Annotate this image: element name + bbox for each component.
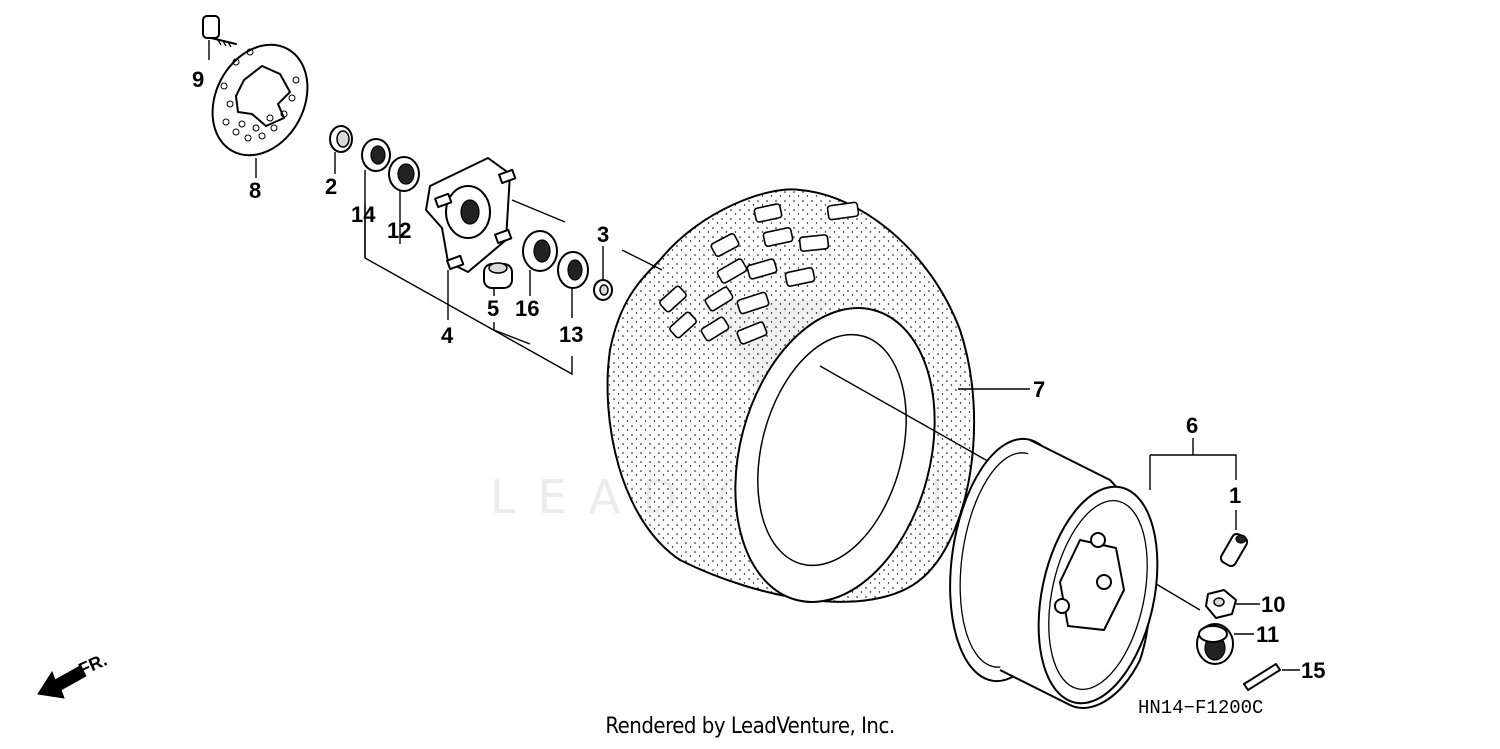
part-10-nut [1205,589,1237,619]
front-direction-arrow: FR. [37,650,110,699]
part-13-bearing [557,251,589,289]
part-14-bearing [361,138,391,172]
callout-5: 5 [487,296,499,321]
callout-12: 12 [387,218,411,243]
part-9-bolt [202,15,237,48]
part-1-valve [1219,532,1249,568]
part-4-hub [425,157,517,273]
callout-15: 15 [1301,658,1325,683]
callout-2: 2 [325,174,337,199]
callout-8: 8 [249,178,261,203]
part-8-brake-disc [211,43,309,157]
part-3-seal [593,279,613,301]
callout-4: 4 [441,323,454,348]
callout-3: 3 [597,222,609,247]
callout-16: 16 [515,296,539,321]
callout-labels: 1 2 3 4 5 6 7 8 9 10 11 12 13 14 15 16 [192,67,1325,683]
footer-credit: Rendered by LeadVenture, Inc. [605,714,895,739]
callout-11: 11 [1256,622,1279,647]
callout-1: 1 [1229,483,1241,508]
direction-label: FR. [75,650,110,680]
part-6-rim [949,437,1159,709]
part-5-spacer [483,262,513,289]
callout-6: 6 [1186,413,1198,438]
part-16-bearing [522,230,558,272]
part-15-cotter-pin [1243,663,1281,691]
diagram-code: HN14−F1200C [1138,697,1264,719]
tire-tread [659,201,860,345]
callout-14: 14 [351,202,376,227]
part-12-bearing [388,156,420,192]
part-7-tire [606,188,976,603]
part-11-castle-nut [1196,623,1234,665]
callout-7: 7 [1033,377,1045,402]
leader-lines [208,40,1300,671]
callout-9: 9 [192,67,204,92]
callout-10: 10 [1261,592,1285,617]
part-2-seal [329,125,353,153]
callout-13: 13 [559,322,583,347]
